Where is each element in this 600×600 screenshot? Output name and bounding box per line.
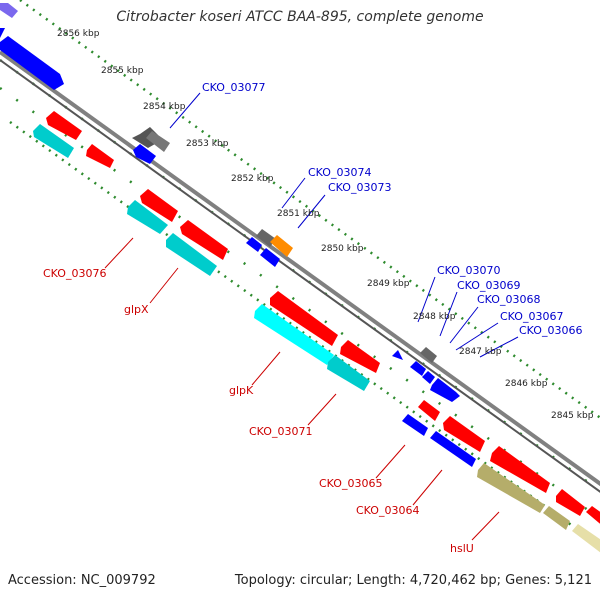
gene-label: glpX <box>124 303 149 316</box>
gene-label: CKO_03064 <box>356 504 419 517</box>
gene-label: CKO_03066 <box>519 324 582 337</box>
gene-blue-2 <box>133 144 156 164</box>
gene-grey-03070 <box>420 347 437 363</box>
feature-top-left-purple <box>0 3 18 18</box>
gene-red-9 <box>556 489 585 516</box>
gene-red-4 <box>270 291 338 346</box>
scale-label: 2847 kbp <box>459 347 502 357</box>
gene-red-8 <box>490 446 550 493</box>
gene-red-3 <box>140 189 178 222</box>
gene-label: CKO_03068 <box>477 293 540 306</box>
scale-label: 2846 kbp <box>505 379 548 389</box>
scale-labels: 2856 kbp 2855 kbp 2854 kbp 2853 kbp 2852… <box>57 29 594 421</box>
scale-label: 2856 kbp <box>57 29 100 39</box>
gene-red-6 <box>418 400 440 421</box>
gene-label: CKO_03073 <box>328 181 391 194</box>
gene-label: CKO_03077 <box>202 81 265 94</box>
gene-red-10 <box>586 506 600 524</box>
gene-red-7 <box>443 416 485 452</box>
scale-label: 2845 kbp <box>551 411 594 421</box>
gene-blue-small-1 <box>392 350 403 360</box>
gene-red-5 <box>340 340 380 373</box>
feature-top-left-blue <box>0 28 5 38</box>
label-connectors <box>104 92 519 541</box>
gene-cyan-glpx <box>166 233 217 276</box>
gene-olive-1 <box>477 463 545 513</box>
map-title: Citrobacter koseri ATCC BAA-895, complet… <box>116 9 484 25</box>
gene-label: glpK <box>229 384 254 397</box>
gene-blue-8 <box>402 414 428 436</box>
gene-label: hslU <box>450 542 474 555</box>
gene-label: CKO_03074 <box>308 166 371 179</box>
accession-text: Accession: NC_009792 <box>8 573 156 588</box>
gene-blue-6 <box>422 371 435 384</box>
scale-label: 2855 kbp <box>101 66 144 76</box>
scale-label: 2849 kbp <box>367 279 410 289</box>
gene-reverse-1 <box>0 36 64 90</box>
gene-cko03073-orange <box>270 235 293 257</box>
genome-backbone <box>0 50 600 493</box>
gene-olive-2 <box>572 524 600 553</box>
gene-label: CKO_03069 <box>457 279 520 292</box>
gene-olive-hslU <box>543 506 570 530</box>
gene-label: CKO_03065 <box>319 477 382 490</box>
scale-label: 2854 kbp <box>143 102 186 112</box>
topology-text: Topology: circular; Length: 4,720,462 bp… <box>234 573 592 588</box>
gene-cyan-1 <box>33 124 74 158</box>
gene-blue-5 <box>410 361 426 376</box>
gene-label: CKO_03071 <box>249 425 312 438</box>
gene-red-glpx <box>180 220 228 260</box>
gene-label: CKO_03070 <box>437 264 500 277</box>
gene-label: CKO_03067 <box>500 310 563 323</box>
gene-cyan-2 <box>127 200 168 234</box>
gene-cyan-3 <box>327 355 370 391</box>
scale-label: 2850 kbp <box>321 244 364 254</box>
gene-red-1 <box>46 111 82 140</box>
scale-label: 2852 kbp <box>231 174 274 184</box>
gene-blue-4 <box>260 248 280 267</box>
gene-red-2 <box>86 144 114 168</box>
gene-cko03077 <box>132 127 170 152</box>
gene-cyan-glpk <box>254 304 334 365</box>
scale-label: 2851 kbp <box>277 209 320 219</box>
gene-blue-3 <box>246 237 262 252</box>
gene-label: CKO_03076 <box>43 267 106 280</box>
scale-label: 2853 kbp <box>186 139 229 149</box>
red-gene-labels: CKO_03076 glpX glpK CKO_03071 CKO_03065 … <box>43 267 474 555</box>
gene-blue-7 <box>430 378 460 402</box>
gene-blue-9 <box>430 431 476 467</box>
scale-label: 2848 kbp <box>413 312 456 322</box>
blue-gene-labels: CKO_03077 CKO_03074 CKO_03073 CKO_03070 … <box>202 81 582 337</box>
